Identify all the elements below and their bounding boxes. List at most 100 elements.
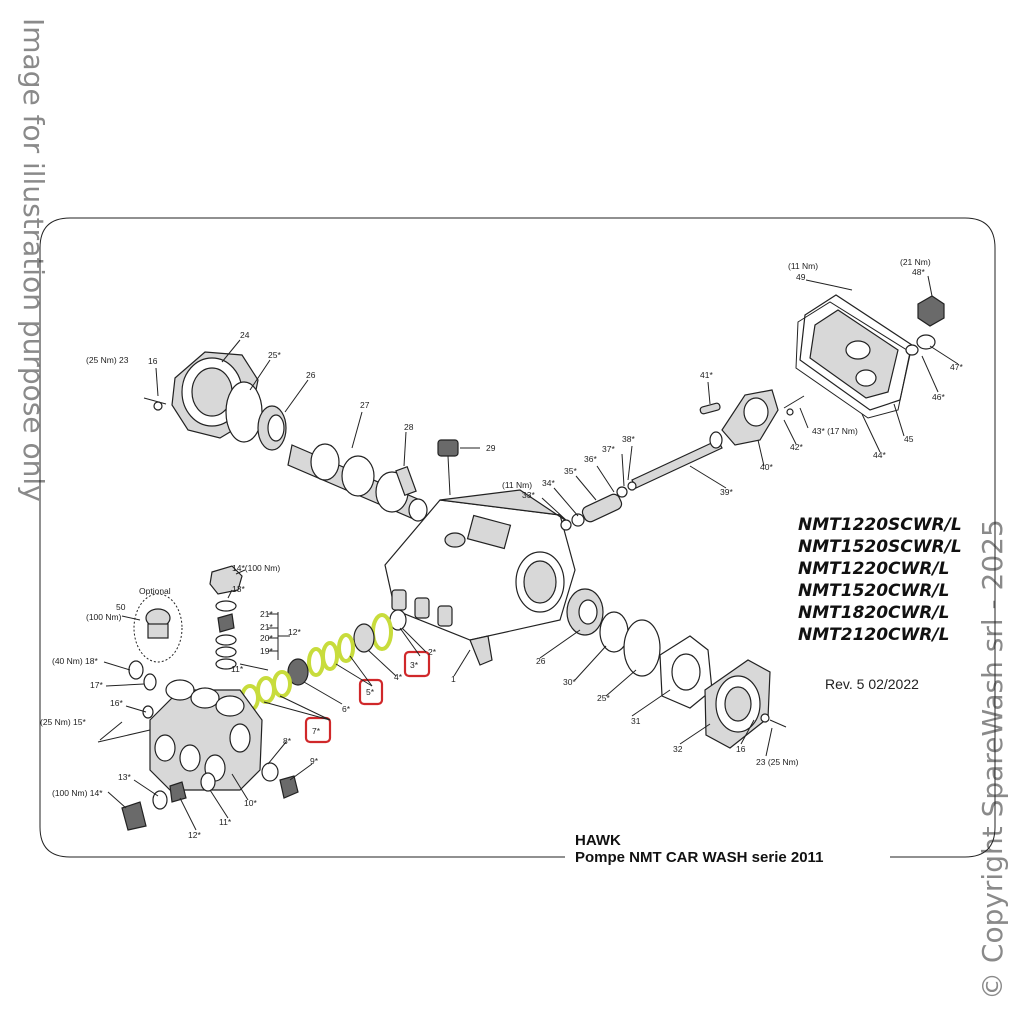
callout-17: 17*: [90, 680, 103, 690]
marker-5: [358, 678, 384, 706]
seal-7b-highlight: [256, 676, 276, 704]
callout-26-left: 26: [306, 370, 316, 380]
seals-33-38: [560, 481, 637, 531]
callout-37: 37*: [602, 444, 615, 454]
seal-5c-highlight: [307, 647, 325, 677]
callout-23-right: 23 (25 Nm): [756, 757, 799, 767]
callout-45: 45: [904, 434, 914, 444]
callout-41: 41*: [700, 370, 713, 380]
callout-39: 39*: [720, 487, 733, 497]
title-block: HAWK Pompe NMT CAR WASH serie 2011: [575, 832, 823, 866]
callout-24: 24: [240, 330, 250, 340]
callout-16-right: 16: [736, 744, 746, 754]
title-brand: HAWK: [575, 832, 621, 849]
model-3: NMT1220CWR/L: [798, 559, 950, 579]
callout-16-left: 16: [148, 356, 158, 366]
callout-1: 1: [451, 674, 456, 684]
callout-25-right: 25*: [597, 693, 610, 703]
callout-42: 42*: [790, 442, 803, 452]
callout-30: 30*: [563, 677, 576, 687]
callout-4: 4*: [394, 672, 403, 682]
callout-40: 40*: [760, 462, 773, 472]
callout-33: 33*: [522, 490, 535, 500]
leader-lines: [99, 275, 959, 831]
callout-32: 32: [673, 744, 683, 754]
callout-27: 27: [360, 400, 370, 410]
seal-7a-highlight: [272, 670, 292, 698]
seal-5a-highlight: [337, 633, 355, 663]
callout-5: 5*: [366, 687, 375, 697]
callout-11-lower: 11*: [219, 817, 232, 827]
screw-49: [833, 285, 853, 291]
callout-23-left: (25 Nm) 23: [86, 355, 129, 365]
callout-26-right: 26: [536, 656, 546, 666]
callout-19: 19*: [260, 646, 273, 656]
callout-49: 49: [796, 272, 806, 282]
bearing-26-right: [566, 588, 604, 636]
callout-16-manifold: 16*: [110, 698, 123, 708]
callout-25-left: 25*: [268, 350, 281, 360]
model-2: NMT1520SCWR/L: [798, 537, 962, 557]
oil-cap-29: [437, 439, 459, 496]
model-list: NMT1220SCWR/L NMT1520SCWR/L NMT1220CWR/L…: [798, 514, 998, 646]
callout-8: 8*: [283, 736, 292, 746]
callout-3: 3*: [410, 660, 419, 670]
callout-13-lower: 13*: [118, 772, 131, 782]
callout-12-lower: 12*: [188, 830, 201, 840]
valve-stack-12: [209, 565, 243, 670]
callout-29: 29: [486, 443, 496, 453]
gasket-31: [659, 635, 713, 709]
callout-21-b: 21*: [260, 622, 273, 632]
callout-7: 7*: [312, 726, 321, 736]
seal-5b-highlight: [321, 641, 339, 671]
pump-body-1: [384, 489, 576, 666]
callout-34: 34*: [542, 478, 555, 488]
callout-48-torque: (21 Nm): [900, 257, 931, 267]
screw-23-right: [760, 713, 787, 728]
callout-20: 20*: [260, 633, 273, 643]
callout-15: (25 Nm) 15*: [40, 717, 87, 727]
callout-labels: 1 2* 3* 4* 5* 6* 7* 8* 9* 10* 11* 11* 12…: [40, 257, 963, 840]
piston-rod-39: [631, 431, 723, 489]
cover-32: [704, 659, 771, 749]
seal-6: [287, 658, 309, 686]
callout-50: 50: [116, 602, 126, 612]
key-28: [395, 465, 417, 497]
callout-35: 35*: [564, 466, 577, 476]
callout-46: 46*: [932, 392, 945, 402]
callout-11-upper: 11*: [231, 664, 244, 674]
conrod-40: [721, 389, 779, 446]
plugs-9-14: [121, 762, 299, 831]
pin-41: [699, 402, 721, 415]
callout-31: 31: [631, 716, 641, 726]
oring-25: [225, 381, 263, 443]
callout-44: 44*: [873, 450, 886, 460]
callout-33-torque: (11 Nm): [502, 480, 532, 490]
seal-4: [353, 623, 375, 653]
callout-9: 9*: [310, 756, 319, 766]
plug-50-optional: [133, 593, 183, 663]
frame-border: [39, 217, 996, 858]
manifold-head: [149, 679, 263, 791]
top-cover-45: [799, 294, 913, 411]
title-series: Pompe NMT CAR WASH serie 2011: [575, 849, 824, 866]
optional-label: Optional: [139, 586, 171, 596]
callout-38: 38*: [622, 434, 635, 444]
callout-49-torque: (11 Nm): [788, 261, 818, 271]
callout-21-a: 21*: [260, 609, 273, 619]
fittings-17-18: [128, 660, 157, 719]
marker-7: [304, 716, 332, 744]
callout-13-upper: 13*: [232, 584, 245, 594]
callout-36: 36*: [584, 454, 597, 464]
bolt-43: [783, 395, 805, 416]
callout-12-upper: 12*: [288, 627, 301, 637]
oring-25-right: [623, 619, 661, 677]
callout-14-lower: (100 Nm) 14*: [52, 788, 103, 798]
seal-3-highlight: [371, 613, 393, 651]
callout-18: (40 Nm) 18*: [52, 656, 99, 666]
model-1: NMT1220SCWR/L: [798, 515, 962, 535]
revision-label: Rev. 5 02/2022: [825, 676, 919, 692]
callout-6: 6*: [342, 704, 351, 714]
callout-43: 43* (17 Nm): [812, 426, 858, 436]
